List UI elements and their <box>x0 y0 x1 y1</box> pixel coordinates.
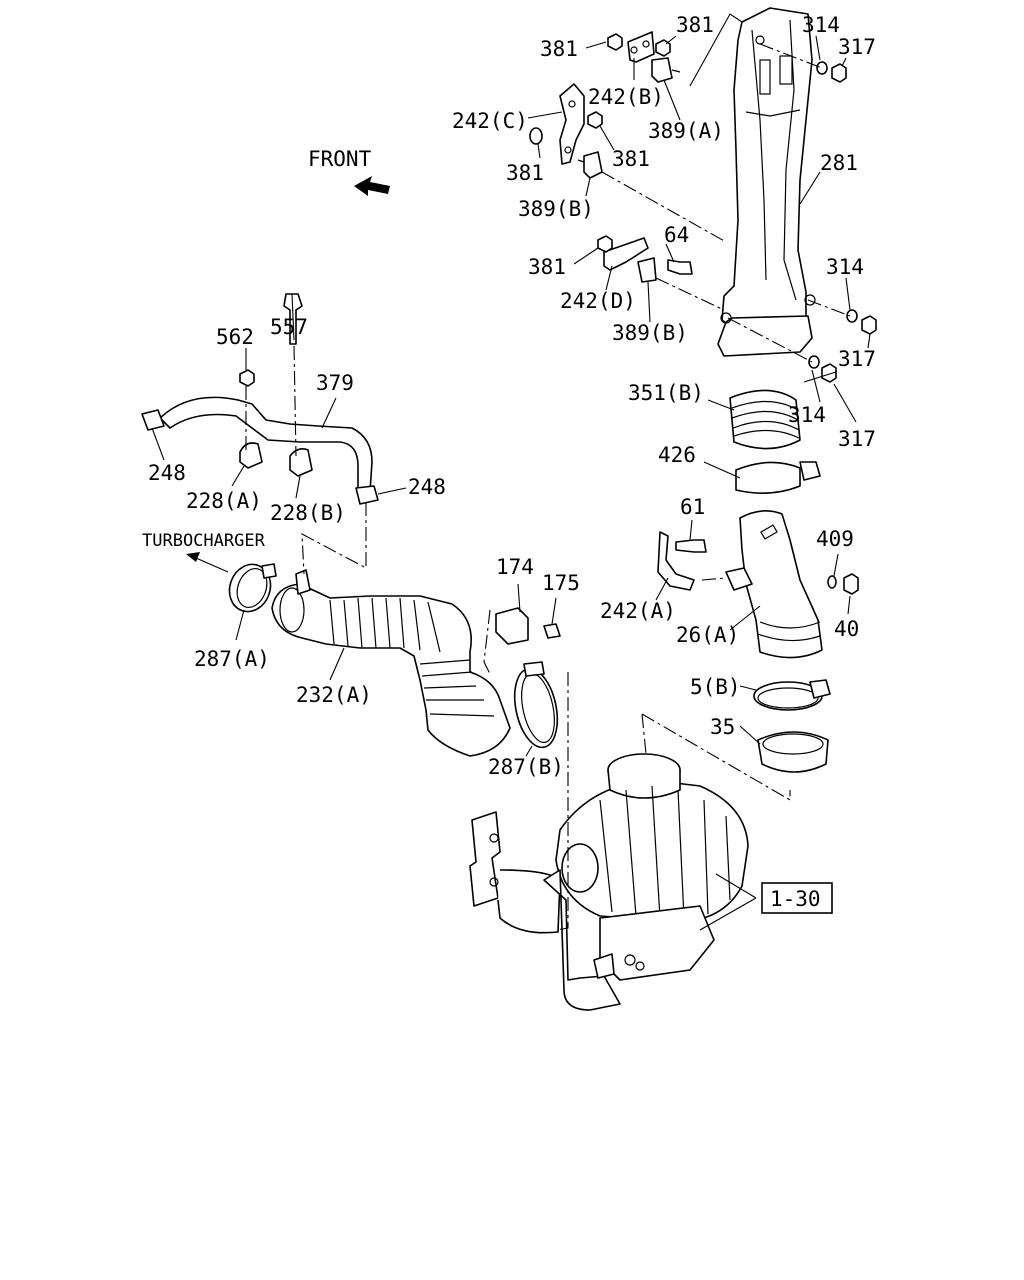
bracket-242a <box>657 531 695 591</box>
breather-hose-379 <box>159 396 373 493</box>
label-381-e: 381 <box>528 255 566 279</box>
label-248-right: 248 <box>408 475 446 499</box>
bracket-242b <box>627 31 655 63</box>
air-cleaner <box>555 753 749 981</box>
clamp-287b <box>513 661 559 749</box>
nut-381-e <box>597 235 613 253</box>
label-35: 35 <box>710 715 735 739</box>
label-389b-lower: 389(B) <box>612 321 688 345</box>
label-248-left: 248 <box>148 461 186 485</box>
bolt-64 <box>667 259 693 275</box>
intake-hose-232a <box>271 569 511 757</box>
label-389b-upper: 389(B) <box>518 197 594 221</box>
label-287b: 287(B) <box>488 755 564 779</box>
label-381-a: 381 <box>540 37 578 61</box>
label-175: 175 <box>542 571 580 595</box>
label-389a: 389(A) <box>648 119 724 143</box>
clamp-426 <box>735 461 821 494</box>
label-61: 61 <box>680 495 705 519</box>
nut-317-b <box>861 315 877 335</box>
screw-175 <box>543 623 561 639</box>
label-228b: 228(B) <box>270 501 346 525</box>
label-40: 40 <box>834 617 859 641</box>
label-314-b: 314 <box>826 255 864 279</box>
label-314-a: 314 <box>802 13 840 37</box>
label-174: 174 <box>496 555 534 579</box>
label-242a: 242(A) <box>600 599 676 623</box>
nut-562 <box>239 369 255 387</box>
label-242d: 242(D) <box>560 289 636 313</box>
label-64: 64 <box>664 223 689 247</box>
label-379: 379 <box>316 371 354 395</box>
label-426: 426 <box>658 443 696 467</box>
bracket-242c <box>559 83 585 165</box>
elbow-duct-26a <box>725 510 823 659</box>
label-381-c: 381 <box>612 147 650 171</box>
label-242c: 242(C) <box>452 109 528 133</box>
nut-381-c <box>587 111 603 129</box>
label-5b: 5(B) <box>690 675 741 699</box>
label-562: 562 <box>216 325 254 349</box>
label-317-c: 317 <box>838 427 876 451</box>
rubber-mount-389a <box>651 57 681 83</box>
label-turbocharger: TURBOCHARGER <box>142 531 266 551</box>
washer-409 <box>827 575 837 589</box>
washer-381-d <box>529 127 543 145</box>
bracket-242d <box>603 237 649 271</box>
nut-381-a <box>607 33 623 51</box>
air-cleaner-bracket <box>469 811 621 1011</box>
bellows-351b <box>729 389 801 450</box>
label-232a: 232(A) <box>296 683 372 707</box>
label-242b: 242(B) <box>588 85 664 109</box>
label-228a: 228(A) <box>186 489 262 513</box>
nut-40 <box>843 573 859 595</box>
label-381-d: 381 <box>506 161 544 185</box>
nut-317-c <box>821 363 837 383</box>
part-labels: 381 381 314 317 242(B) 242(C) 389(A) 381… <box>142 13 876 911</box>
label-557: 557 <box>270 315 308 339</box>
ref-box-1-30 <box>761 882 833 914</box>
label-281: 281 <box>820 151 858 175</box>
label-409: 409 <box>816 527 854 551</box>
rubber-mount-389b-lower <box>637 257 657 283</box>
washer-314-b <box>846 309 858 323</box>
front-arrow-icon <box>354 176 390 196</box>
label-287a: 287(A) <box>194 647 270 671</box>
seal-35 <box>757 731 829 773</box>
hose-clip-248-left <box>141 409 165 431</box>
label-317-a: 317 <box>838 35 876 59</box>
hose-clip-248-right <box>355 485 379 505</box>
label-26a: 26(A) <box>676 623 739 647</box>
clamp-5b <box>753 679 831 711</box>
rubber-mount-389b-upper <box>577 151 603 179</box>
intake-duct-281 <box>717 7 816 357</box>
clamp-287a <box>228 563 277 613</box>
washer-314-a <box>816 61 828 75</box>
leader-lines <box>151 13 871 931</box>
turbocharger-arrow-icon <box>186 552 229 573</box>
clip-228a <box>239 442 263 469</box>
label-351b: 351(B) <box>628 381 704 405</box>
bolt-61 <box>675 539 707 553</box>
clip-228b <box>289 448 313 477</box>
label-381-b: 381 <box>676 13 714 37</box>
assembly-lines <box>245 43 851 931</box>
nut-317-a <box>831 63 847 83</box>
washer-314-c <box>808 355 820 369</box>
label-front: FRONT <box>308 147 372 171</box>
label-314-c: 314 <box>788 403 826 427</box>
sensor-174 <box>495 607 529 645</box>
label-317-b: 317 <box>838 347 876 371</box>
label-ref-1-30: 1-30 <box>770 887 821 911</box>
